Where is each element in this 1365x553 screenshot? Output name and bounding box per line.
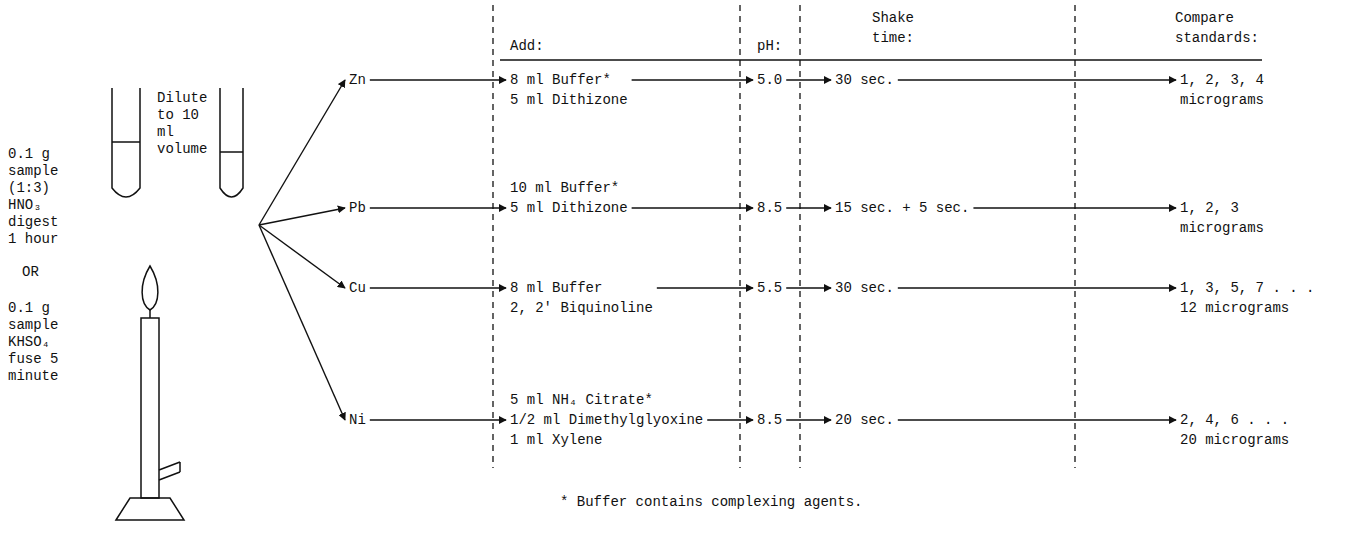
node-text: 20 micrograms <box>1180 430 1289 450</box>
flow-arrow <box>259 80 345 225</box>
ph-value: 8.5 <box>757 198 782 218</box>
flow-arrow <box>786 419 831 420</box>
node-text: 5 ml Dithizone <box>510 90 628 110</box>
ph-value: 5.0 <box>757 70 782 90</box>
flow-arrow <box>370 79 506 80</box>
test-tube <box>112 88 140 197</box>
metal-label: Cu <box>349 278 366 298</box>
flow-arrow <box>370 419 506 420</box>
node-text: 1, 2, 3, 4 <box>1180 70 1264 90</box>
alternative-note: OR <box>22 262 39 282</box>
standards-range: 2, 4, 6 . . .20 micrograms <box>1180 410 1289 450</box>
gas-inlet <box>159 462 180 480</box>
standards-range: 1, 2, 3micrograms <box>1180 198 1264 238</box>
flow-arrow <box>259 225 345 420</box>
node-text: Pb <box>349 198 366 218</box>
flow-arrow <box>898 287 1176 288</box>
node-text: 5.5 <box>757 278 782 298</box>
footnote: * Buffer contains complexing agents. <box>560 492 862 512</box>
node-text: 2, 4, 6 . . . <box>1180 410 1289 430</box>
reagent-list: 8 ml Buffer*5 ml Dithizone <box>510 70 628 110</box>
flow-arrow <box>632 79 753 80</box>
node-text: 0.1 g sample (1:3) HNO₃ digest 1 hour <box>8 146 66 248</box>
metal-label: Zn <box>349 70 366 90</box>
flow-arrow <box>632 207 753 208</box>
node-text: 2, 2' Biquinoline <box>510 298 653 318</box>
column-heading: pH: <box>757 36 782 56</box>
liquid-level <box>112 141 140 143</box>
sample-note: 0.1 g sample (1:3) HNO₃ digest 1 hour <box>8 146 66 248</box>
node-text: 8 ml Buffer* <box>510 70 628 90</box>
node-text: 20 sec. <box>835 410 894 430</box>
node-text: 5 ml Dithizone <box>510 198 628 218</box>
shake-time: 20 sec. <box>835 410 894 430</box>
wick <box>149 310 151 318</box>
flow-arrow <box>786 79 831 80</box>
shake-time: 15 sec. + 5 sec. <box>835 198 969 218</box>
column-heading: Compare standards: <box>1175 8 1271 48</box>
reagent-list: 10 ml Buffer*5 ml Dithizone <box>510 178 628 218</box>
standards-range: 1, 2, 3, 4micrograms <box>1180 70 1264 110</box>
column-heading: Shake time: <box>872 8 932 48</box>
node-text: 8 ml Buffer <box>510 278 653 298</box>
column-divider <box>739 5 740 468</box>
flow-arrow <box>973 207 1176 208</box>
reagent-list: 8 ml Buffer2, 2' Biquinoline <box>510 278 653 318</box>
node-text: micrograms <box>1180 90 1264 110</box>
metal-label: Pb <box>349 198 366 218</box>
flow-arrow <box>898 79 1176 80</box>
node-text: 1/2 ml Dimethylglyoxine <box>510 410 703 430</box>
node-text: 0.1 g sample KHSO₄ fuse 5 minute <box>8 300 76 385</box>
metal-label: Ni <box>349 410 366 430</box>
sample-note: 0.1 g sample KHSO₄ fuse 5 minute <box>8 300 76 385</box>
reagent-list: 5 ml NH₄ Citrate*1/2 ml Dimethylglyoxine… <box>510 390 703 450</box>
node-text: micrograms <box>1180 218 1264 238</box>
test-tube <box>220 88 243 197</box>
column-divider <box>1074 5 1075 468</box>
ph-value: 5.5 <box>757 278 782 298</box>
shake-time: 30 sec. <box>835 278 894 298</box>
flame <box>142 266 158 310</box>
node-text: 30 sec. <box>835 70 894 90</box>
flow-arrow <box>898 419 1176 420</box>
node-text: 15 sec. + 5 sec. <box>835 198 969 218</box>
header-rule <box>500 59 1262 61</box>
flow-arrow <box>786 207 831 208</box>
flow-arrow <box>370 287 506 288</box>
node-text: 8.5 <box>757 198 782 218</box>
column-divider <box>492 5 493 468</box>
flow-arrow <box>786 287 831 288</box>
node-text: Ni <box>349 410 366 430</box>
node-text: 5 ml NH₄ Citrate* <box>510 390 703 410</box>
shake-time: 30 sec. <box>835 70 894 90</box>
node-text: 5.0 <box>757 70 782 90</box>
node-text: Cu <box>349 278 366 298</box>
node-text: 1 ml Xylene <box>510 430 703 450</box>
flow-arrow <box>370 207 506 208</box>
node-text: 10 ml Buffer* <box>510 178 628 198</box>
node-text: Zn <box>349 70 366 90</box>
burner-base <box>116 498 184 520</box>
column-divider <box>799 5 800 468</box>
flow-arrow <box>259 208 345 225</box>
flow-arrow <box>707 419 753 420</box>
flow-arrow <box>657 287 753 288</box>
node-text: 8.5 <box>757 410 782 430</box>
node-text: Dilute to 10 ml volume <box>157 90 215 158</box>
standards-range: 1, 3, 5, 7 . . .12 micrograms <box>1180 278 1314 318</box>
column-heading: Add: <box>510 36 544 56</box>
node-text: 1, 3, 5, 7 . . . <box>1180 278 1314 298</box>
burner-tube <box>141 318 159 498</box>
node-text: 1, 2, 3 <box>1180 198 1264 218</box>
dilute-step: Dilute to 10 ml volume <box>157 90 255 360</box>
node-text: 12 micrograms <box>1180 298 1314 318</box>
liquid-level <box>220 151 243 153</box>
ph-value: 8.5 <box>757 410 782 430</box>
flow-arrow <box>259 225 345 288</box>
node-text: 30 sec. <box>835 278 894 298</box>
